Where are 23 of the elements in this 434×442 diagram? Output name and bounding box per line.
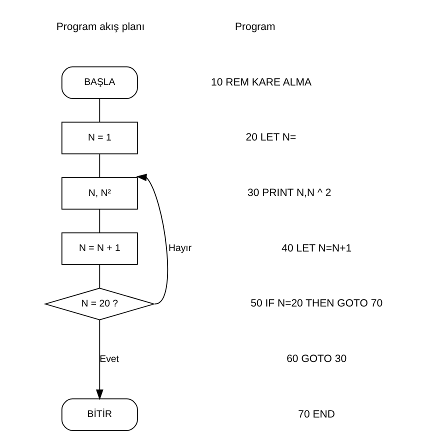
edge-label: Hayır bbox=[168, 243, 192, 254]
node-box: N, N² bbox=[60, 177, 138, 210]
label: 10 REM KARE ALMA bbox=[210, 76, 312, 88]
connector bbox=[98, 264, 100, 288]
label: Program akış planı bbox=[56, 21, 144, 34]
arrow bbox=[95, 320, 103, 400]
arrow bbox=[136, 174, 168, 304]
connector bbox=[98, 154, 100, 178]
label: 50 IF N=20 THEN GOTO 70 bbox=[250, 298, 382, 310]
label: 20 LET N= bbox=[245, 132, 296, 144]
label: 60 GOTO 30 bbox=[286, 353, 346, 366]
node-box: BİTİR bbox=[60, 398, 138, 431]
node-box: N = N + 1 bbox=[60, 232, 138, 265]
node-diamond: N = 20 ? bbox=[43, 288, 156, 320]
connector bbox=[98, 208, 100, 234]
edge-label: Evet bbox=[99, 354, 118, 365]
label: 70 END bbox=[298, 408, 335, 420]
label: Program bbox=[234, 21, 275, 34]
connector bbox=[98, 98, 100, 122]
label: 40 LET N=N+1 bbox=[281, 242, 352, 254]
node-box: BAŞLA bbox=[60, 66, 138, 99]
label: 30 PRINT N,N ^ 2 bbox=[247, 187, 331, 200]
node-box: N = 1 bbox=[60, 122, 138, 154]
